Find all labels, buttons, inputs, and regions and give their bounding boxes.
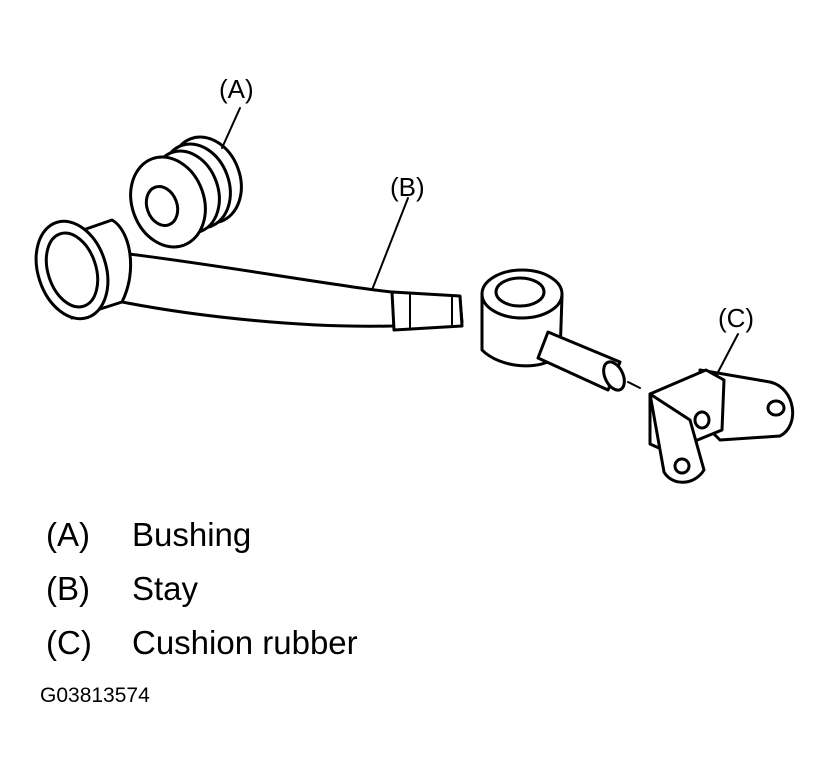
legend-key: (A): [46, 516, 90, 553]
bushing-part: [129, 135, 243, 249]
cushion-rubber-part: [648, 368, 795, 484]
legend-key: (B): [46, 570, 90, 607]
stay-part: [34, 218, 641, 392]
legend-label: Cushion rubber: [132, 624, 358, 661]
callout-c: (C): [718, 303, 754, 333]
legend-label: Bushing: [132, 516, 252, 553]
legend-key: (C): [46, 624, 92, 661]
legend-row-b: (B) Stay: [46, 562, 358, 616]
figure-id: G03813574: [40, 684, 150, 707]
legend-row-a: (A) Bushing: [46, 508, 358, 562]
callout-a: (A): [219, 74, 254, 104]
legend-label: Stay: [132, 570, 199, 607]
parts-diagram: (A) (B) (C): [34, 74, 795, 484]
legend: (A) Bushing (B) Stay (C) Cushion rubber: [46, 508, 358, 670]
callout-b: (B): [390, 172, 425, 202]
legend-row-c: (C) Cushion rubber: [46, 616, 358, 670]
